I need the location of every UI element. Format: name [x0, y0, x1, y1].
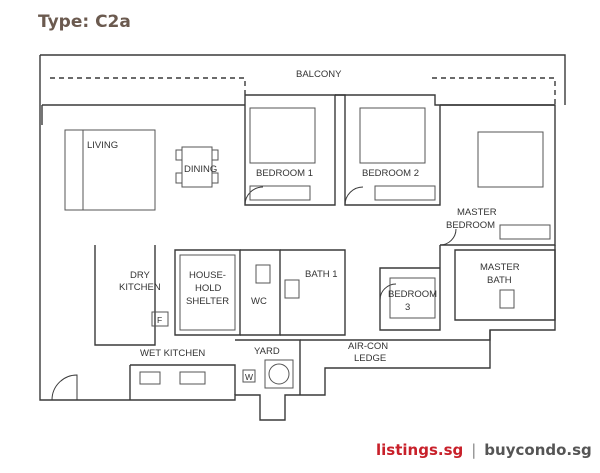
master-bath-wall — [454, 249, 556, 321]
washer — [264, 359, 294, 389]
bath-toilet — [284, 279, 300, 299]
door-swing-1 — [244, 186, 264, 206]
label-mbath-1: MASTER — [480, 262, 520, 273]
master-bed — [477, 131, 544, 188]
plan-title: Type: C2a — [38, 12, 131, 32]
bath1-wall — [280, 249, 346, 336]
wet-kitchen-wall — [129, 364, 236, 400]
chair — [175, 172, 183, 184]
watermark-brand: listings.sg | buycondo.sg — [376, 439, 592, 461]
aircon-ledge — [300, 330, 491, 341]
label-balcony: BALCONY — [296, 69, 342, 80]
label-shelter-2: HOLD — [195, 283, 222, 294]
mbath-toilet — [499, 289, 515, 309]
wc-wall — [240, 249, 281, 336]
label-wet-kitchen: WET KITCHEN — [140, 348, 205, 359]
door-swing-3 — [439, 228, 457, 246]
label-wc: WC — [251, 296, 267, 307]
chair — [175, 149, 183, 161]
label-dry-2: KITCHEN — [119, 282, 161, 293]
chair — [211, 149, 219, 161]
label-mbath-2: BATH — [487, 275, 512, 286]
door-swing-4 — [379, 283, 397, 301]
bed-3 — [389, 277, 436, 319]
label-bedroom3-2: 3 — [405, 302, 410, 313]
f-box — [151, 311, 169, 327]
balcony-rail — [41, 94, 555, 125]
bedroom1-wall — [244, 94, 336, 206]
wardrobe-1 — [249, 185, 311, 201]
sofa-back — [64, 129, 84, 211]
wardrobe-2 — [374, 185, 436, 201]
bed-1 — [249, 107, 316, 164]
label-yard: YARD — [254, 346, 280, 357]
label-master-2: BEDROOM — [446, 220, 495, 231]
washer-drum — [268, 363, 290, 385]
label-dry-1: DRY — [130, 270, 151, 281]
label-shelter-3: SHELTER — [186, 296, 229, 307]
yard-box — [242, 369, 256, 383]
chair — [211, 172, 219, 184]
wc-toilet — [255, 264, 271, 284]
label-aircon-2: LEDGE — [354, 353, 386, 364]
brand-separator: | — [471, 441, 477, 459]
stove — [139, 371, 161, 385]
bedroom2-wall — [335, 94, 441, 206]
balcony-outline — [50, 77, 556, 105]
label-living: LIVING — [87, 140, 118, 151]
label-bedroom3-1: BEDROOM — [388, 289, 437, 300]
label-f: F — [157, 315, 162, 325]
bedroom3-wall — [379, 245, 441, 331]
label-aircon-1: AIR-CON — [348, 341, 388, 352]
bed-2 — [359, 107, 426, 164]
label-w: W — [245, 372, 253, 382]
dry-kitchen-wall — [94, 245, 156, 346]
label-bath1: BATH 1 — [305, 269, 338, 280]
label-master-1: MASTER — [457, 207, 497, 218]
label-shelter-1: HOUSE- — [189, 270, 226, 281]
wardrobe-master — [499, 224, 551, 240]
brand-listings: listings.sg — [376, 441, 464, 459]
label-bedroom1: BEDROOM 1 — [256, 168, 313, 179]
brand-buycondo: buycondo.sg — [484, 441, 592, 459]
label-bedroom2: BEDROOM 2 — [362, 168, 419, 179]
master-bedroom-wall — [440, 104, 556, 246]
door-swing-2 — [344, 186, 364, 206]
dining-table — [181, 146, 213, 188]
sink — [179, 371, 206, 385]
outer-wall — [39, 54, 566, 421]
label-dining: DINING — [184, 164, 217, 175]
shelter-box — [179, 254, 236, 331]
entry-door — [51, 374, 78, 401]
